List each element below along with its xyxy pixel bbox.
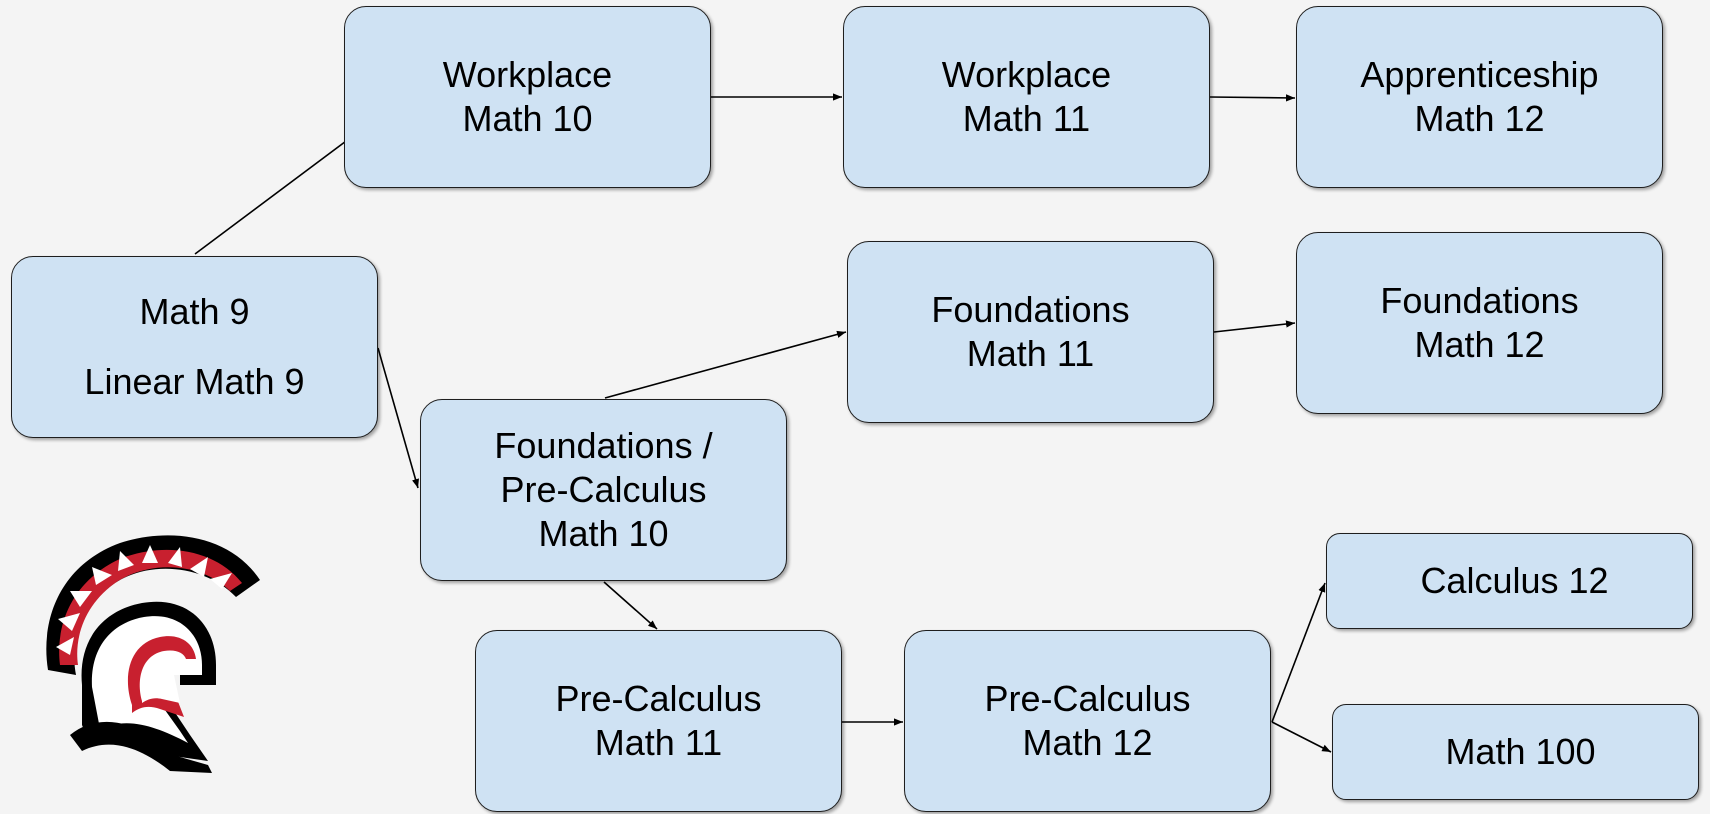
node-label-line: Pre-Calculus (555, 678, 762, 719)
node-label-line: Math 11 (962, 98, 1091, 139)
node-label-line: Pre-Calculus (500, 469, 707, 510)
node-workplace-math-10: Workplace Math 10 (344, 6, 711, 188)
edge-foundations11-to-foundations12 (1213, 320, 1296, 333)
node-label-line: Workplace (442, 54, 613, 95)
node-label-line: Pre-Calculus (984, 678, 1191, 719)
node-label-line: Workplace (941, 54, 1112, 95)
node-label-line: Foundations (931, 289, 1130, 330)
edge-foundations-precalc10-to-precalc11 (603, 581, 658, 630)
node-label-line: Math 12 (1022, 722, 1153, 763)
edge-math9-to-foundations-precalc10 (377, 347, 419, 489)
edge-precalc12-to-calculus12 (1271, 582, 1326, 723)
node-label-line: Math 9 (139, 291, 250, 332)
node-workplace-math-11: Workplace Math 11 (843, 6, 1210, 188)
node-calculus-12: Calculus 12 (1326, 533, 1693, 629)
node-label-line: Calculus 12 (1420, 560, 1609, 601)
node-label-line: Foundations / (494, 425, 713, 466)
node-apprenticeship-math-12: Apprenticeship Math 12 (1296, 6, 1663, 188)
spartan-helmet-icon (46, 535, 260, 773)
node-label-line: Math 12 (1414, 98, 1545, 139)
node-label-line: Math 10 (462, 98, 593, 139)
node-label-line: Math 10 (538, 513, 669, 554)
edge-precalc12-to-math100 (1271, 721, 1332, 753)
node-label-line: Foundations (1380, 280, 1579, 321)
node-precalculus-math-12: Pre-Calculus Math 12 (904, 630, 1271, 812)
edge-foundations-precalc10-to-foundations11 (604, 330, 847, 399)
node-label-line: Math 12 (1414, 324, 1545, 365)
node-foundations-precalculus-math-10: Foundations / Pre-Calculus Math 10 (420, 399, 787, 581)
node-precalculus-math-11: Pre-Calculus Math 11 (475, 630, 842, 812)
node-foundations-math-11: Foundations Math 11 (847, 241, 1214, 423)
node-foundations-math-12: Foundations Math 12 (1296, 232, 1663, 414)
node-label-line: Apprenticeship (1360, 54, 1599, 95)
node-label-line: Math 100 (1445, 731, 1596, 772)
edge-workplace11-to-apprenticeship12 (1209, 94, 1296, 102)
node-label-line: Math 11 (966, 333, 1095, 374)
node-math-100: Math 100 (1332, 704, 1699, 800)
node-label-line: Math 11 (594, 722, 723, 763)
node-label-line: Linear Math 9 (84, 361, 305, 402)
node-math-9: Math 9 Linear Math 9 (11, 256, 378, 438)
